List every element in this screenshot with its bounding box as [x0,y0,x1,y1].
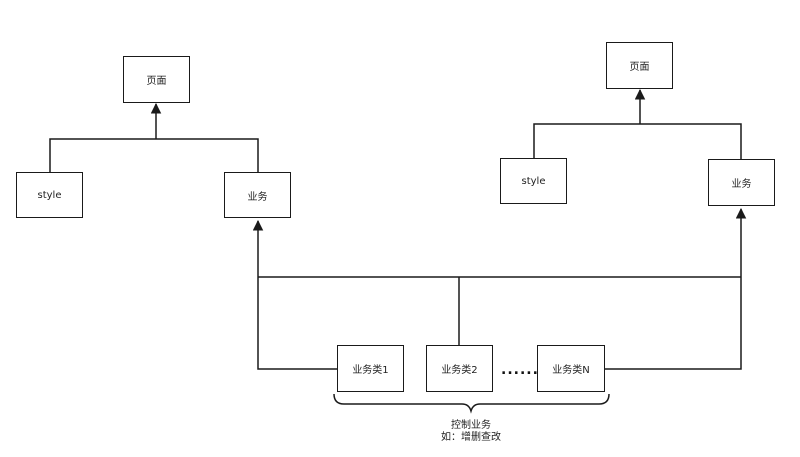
right-tree-connector [533,123,742,159]
brace-caption-line2: 如：增删查改 [441,432,501,443]
left-page-box: 页面 [123,56,190,103]
ellipsis: ...... [501,362,539,378]
grouping-brace [333,393,610,414]
right-business-box: 业务 [708,159,775,206]
left-business-box: 业务 [224,172,291,218]
left-style-box: style [16,172,83,218]
right-page-box: 页面 [606,42,673,89]
classN-connector [605,277,742,370]
right-style-box: style [500,158,567,204]
business-class-2-box: 业务类2 [426,345,493,392]
business-class-n-box: 业务类N [537,345,605,392]
left-tree-connector [49,138,259,172]
business-class-1-box: 业务类1 [337,345,404,392]
brace-caption-line1: 控制业务 [451,420,491,431]
class1-connector [257,277,337,370]
